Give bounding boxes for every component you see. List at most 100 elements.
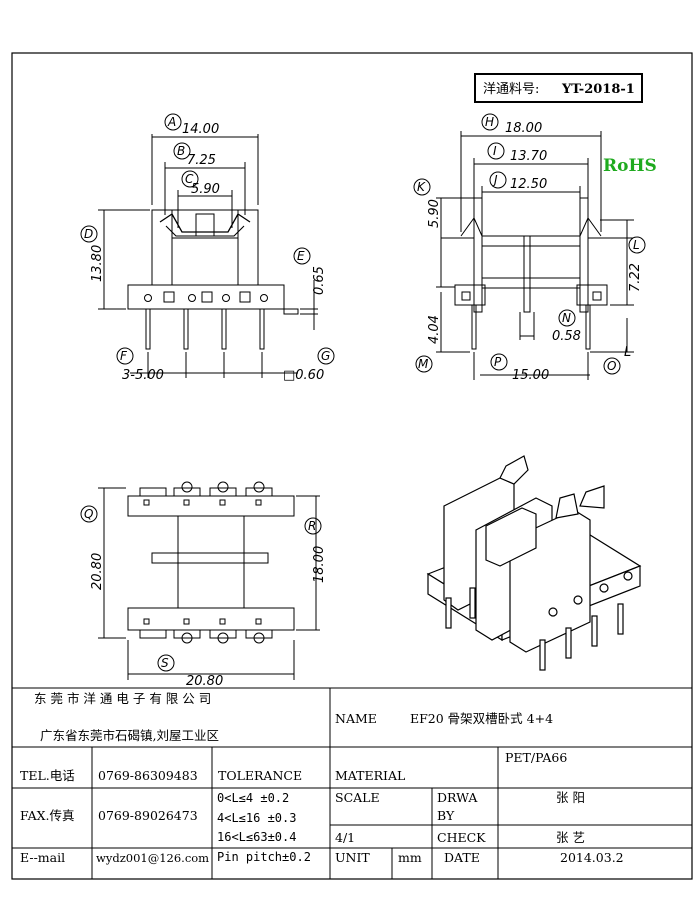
dim-I-value: 13.70 [510, 149, 547, 164]
check-label: CHECK [437, 830, 486, 845]
company-address: 广东省东莞市石碣镇,刘屋工业区 [40, 728, 219, 743]
tolerance-label: TOLERANCE [218, 768, 302, 783]
unit-label: UNIT [335, 850, 370, 865]
dim-S-value: 20.80 [186, 674, 223, 689]
check-value: 张 艺 [556, 830, 585, 845]
dim-Q-letter: Q [84, 507, 93, 521]
dim-D-value: 13.80 [90, 245, 105, 282]
dim-I-letter: I [493, 144, 497, 158]
dim-F: F 3-5.00 [116, 347, 164, 383]
dim-A: A 14.00 [164, 113, 219, 137]
front-view-dims: A 14.00 B 7.25 C 5.90 D 13.80 E 0.65 F 3… [80, 113, 335, 383]
dim-S-letter: S [161, 656, 169, 670]
dim-A-letter: A [167, 115, 176, 129]
dim-O-value: L [624, 345, 631, 360]
side-view [436, 131, 634, 380]
title-block-text: 东 莞 市 洋 通 电 子 有 限 公 司 广东省东莞市石碣镇,刘屋工业区 NA… [20, 691, 624, 865]
dim-N: N 0.58 [552, 309, 581, 344]
dim-F-letter: F [120, 349, 128, 363]
drawn-label-2: BY [437, 808, 455, 823]
email-label: E--mail [20, 850, 65, 865]
dim-R-value: 18.00 [312, 546, 327, 583]
dim-K-value: 5.90 [427, 199, 442, 228]
part-number-box: 洋通料号: YT-2018-1 [474, 73, 643, 103]
part-number-value: YT-2018-1 [561, 82, 635, 97]
dim-H-letter: H [485, 115, 494, 129]
dim-M: M 4.04 [415, 315, 442, 373]
isometric-view [426, 455, 642, 671]
tolerance-row-1: 0<L≤4 ±0.2 [217, 791, 289, 805]
tolerance-row-2: 4<L≤16 ±0.3 [217, 811, 296, 825]
dim-F-value: 3-5.00 [122, 368, 164, 383]
dim-G: G □0.60 [283, 347, 335, 383]
dim-H: H 18.00 [481, 113, 542, 136]
drawn-value: 张 阳 [556, 790, 585, 805]
dim-C: C 5.90 [181, 170, 220, 197]
date-label: DATE [444, 850, 480, 865]
front-view [98, 134, 318, 378]
sheet-border [11, 52, 693, 880]
dim-E-letter: E [297, 249, 305, 263]
dim-L: L 7.22 [628, 236, 646, 292]
dim-O-letter: O [607, 359, 616, 373]
tolerance-row-3: 16<L≤63±0.4 [217, 830, 296, 844]
dim-B-value: 7.25 [187, 153, 216, 168]
dim-P-letter: P [494, 355, 502, 369]
dim-P-value: 15.00 [512, 368, 549, 383]
dim-B: B 7.25 [173, 142, 216, 168]
dim-K-letter: K [417, 180, 426, 194]
dim-Q-value: 20.80 [90, 553, 105, 590]
dim-D-letter: D [84, 227, 93, 241]
scale-label: SCALE [335, 790, 380, 805]
title-block [12, 687, 692, 879]
dim-G-letter: G [321, 349, 330, 363]
dim-I: I 13.70 [487, 142, 547, 164]
dim-H-value: 18.00 [505, 121, 542, 136]
unit-value: mm [398, 850, 422, 865]
dim-J: J 12.50 [489, 171, 547, 192]
dim-J-letter: J [492, 173, 498, 187]
company-name: 东 莞 市 洋 通 电 子 有 限 公 司 [34, 691, 211, 706]
material-value: PET/PA66 [505, 750, 567, 765]
dim-E: E 0.65 [293, 247, 327, 295]
dim-L-letter: L [633, 238, 640, 252]
name-value: EF20 骨架双槽卧式 4+4 [410, 711, 553, 726]
drawn-label-1: DRWA [437, 790, 478, 805]
dim-C-value: 5.90 [191, 182, 220, 197]
email-value: wydz001@126.com [96, 851, 209, 865]
tolerance-row-4: Pin pitch±0.2 [217, 850, 311, 864]
dim-R-letter: R [308, 519, 316, 533]
rohs-mark: RoHS [603, 156, 657, 176]
dim-N-letter: N [562, 311, 571, 325]
part-number-label: 洋通料号: [483, 82, 539, 97]
name-label: NAME [335, 711, 377, 726]
scale-value: 4/1 [335, 830, 355, 845]
dim-M-value: 4.04 [427, 315, 442, 344]
dim-B-letter: B [177, 144, 185, 158]
material-label: MATERIAL [335, 768, 405, 783]
dim-A-value: 14.00 [182, 122, 219, 137]
side-view-dims: H 18.00 I 13.70 J 12.50 K 5.90 L 7.22 M … [413, 113, 646, 383]
tel-value: 0769-86309483 [98, 768, 198, 783]
tel-label: TEL.电话 [20, 768, 75, 783]
fax-value: 0769-89026473 [98, 808, 198, 823]
dim-M-letter: M [418, 357, 429, 371]
dim-L-value: 7.22 [628, 263, 643, 292]
dim-P: P 15.00 [490, 353, 549, 383]
dim-E-value: 0.65 [312, 266, 327, 295]
dim-Q: Q 20.80 [80, 505, 105, 590]
dim-J-value: 12.50 [510, 177, 547, 192]
dim-C-letter: C [185, 172, 194, 186]
dim-S: S 20.80 [157, 654, 223, 689]
dim-D: D 13.80 [80, 225, 105, 282]
dim-N-value: 0.58 [552, 329, 581, 344]
fax-label: FAX.传真 [20, 808, 75, 823]
bottom-view-dims: Q 20.80 R 18.00 S 20.80 [80, 505, 327, 689]
dim-O: O L [603, 345, 631, 375]
dim-K: K 5.90 [413, 178, 442, 228]
bottom-view [98, 481, 320, 680]
dim-G-value: □0.60 [283, 368, 324, 383]
date-value: 2014.03.2 [560, 850, 624, 865]
dim-R: R 18.00 [304, 517, 327, 583]
